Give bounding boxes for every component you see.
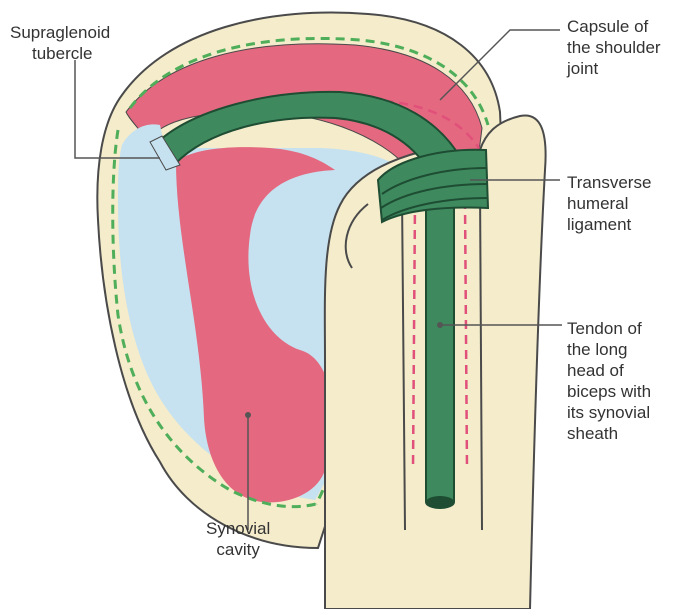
tendon-cut-end (426, 496, 454, 508)
label-supraglenoid-tubercle: Supraglenoid tubercle (10, 22, 110, 64)
label-capsule-of-shoulder-joint: Capsule of the shoulder joint (567, 16, 661, 79)
label-transverse-humeral-ligament: Transverse humeral ligament (567, 172, 651, 235)
leader-synovial-dot (245, 412, 251, 418)
label-synovial-cavity: Synovial cavity (206, 518, 270, 560)
biceps-tendon-vertical (426, 168, 454, 508)
label-tendon-long-head-biceps: Tendon of the long head of biceps with i… (567, 318, 651, 444)
leader-tendon-dot (437, 322, 443, 328)
